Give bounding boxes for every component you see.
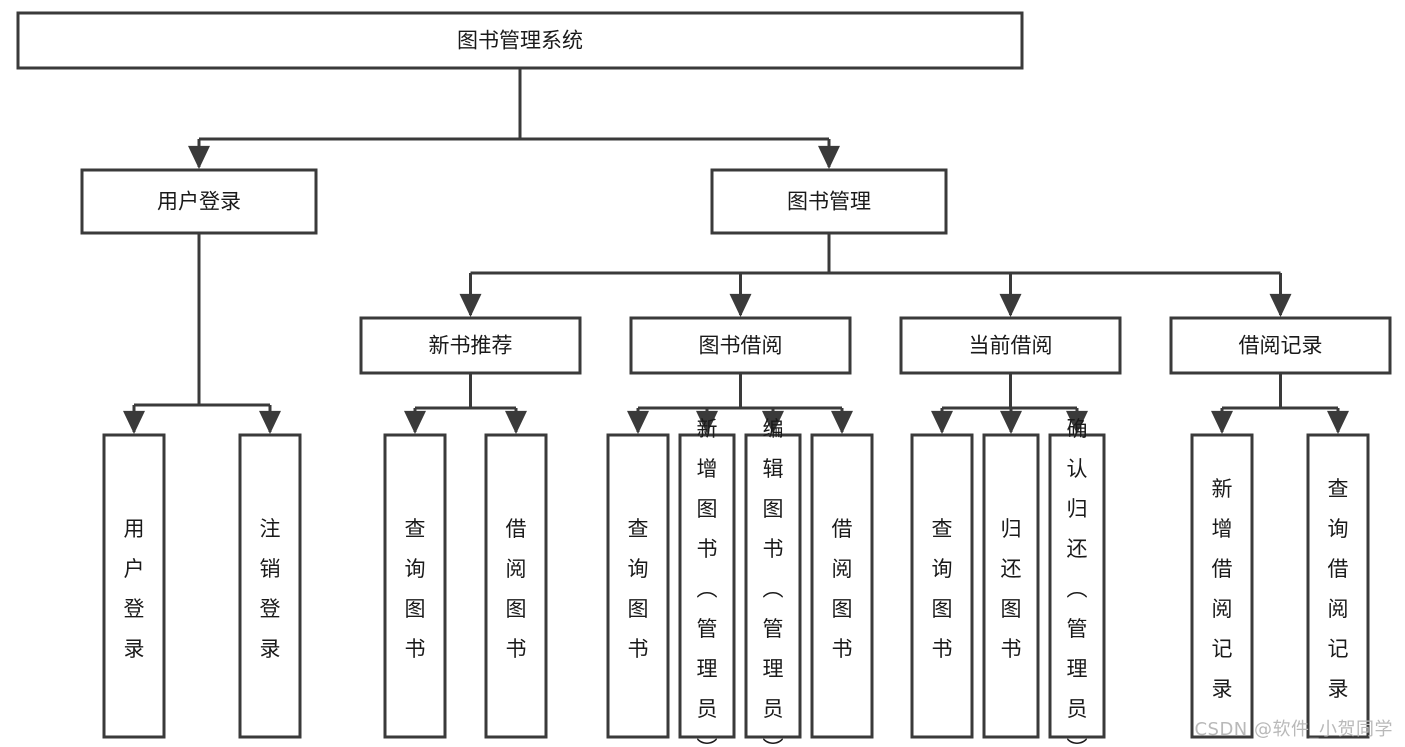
node-10-借阅图书[interactable]: 借阅图书 — [484, 433, 548, 739]
node-rect — [629, 316, 852, 375]
node-label: 查询图书 — [932, 517, 953, 661]
node-rect — [744, 433, 802, 739]
arrow-head — [627, 410, 649, 434]
node-label: 新书推荐 — [429, 334, 513, 358]
node-7-用户登录[interactable]: 用户登录 — [102, 433, 166, 739]
node-label: 图书管理系统 — [457, 29, 583, 53]
node-rect — [982, 433, 1040, 739]
node-rect — [359, 316, 582, 375]
arrow-head — [1269, 293, 1292, 317]
arrow-head — [404, 410, 426, 434]
node-label: 图书管理 — [787, 190, 871, 214]
node-5-当前借阅[interactable]: 当前借阅 — [899, 316, 1122, 375]
node-rect — [810, 433, 874, 739]
arrow-head — [188, 145, 210, 169]
node-rect — [238, 433, 302, 739]
arrow-head — [729, 293, 752, 317]
node-6-借阅记录[interactable]: 借阅记录 — [1169, 316, 1392, 375]
node-rect — [484, 433, 548, 739]
node-label: 归还图书 — [1001, 517, 1022, 661]
arrow-head — [1211, 410, 1233, 434]
node-rect — [899, 316, 1122, 375]
node-13-编辑图书管理员[interactable]: 编辑图书︵管理员︶ — [744, 417, 802, 747]
arrow-head — [999, 293, 1022, 317]
node-18-新增借阅记录[interactable]: 新增借阅记录 — [1190, 433, 1254, 739]
arrow-head — [259, 410, 281, 434]
arrow-head — [931, 410, 953, 434]
node-17-确认归还管理员[interactable]: 确认归还︵管理员︶ — [1048, 417, 1106, 747]
node-rect — [102, 433, 166, 739]
node-15-查询图书[interactable]: 查询图书 — [910, 433, 974, 739]
node-16-归还图书[interactable]: 归还图书 — [982, 433, 1040, 739]
node-3-新书推荐[interactable]: 新书推荐 — [359, 316, 582, 375]
node-9-查询图书[interactable]: 查询图书 — [383, 433, 447, 739]
node-label: 新增借阅记录 — [1212, 477, 1233, 701]
node-12-新增图书管理员[interactable]: 新增图书︵管理员︶ — [678, 417, 736, 747]
node-label: 用户登录 — [157, 190, 241, 214]
node-2-图书管理[interactable]: 图书管理 — [710, 168, 948, 235]
arrow-head — [1066, 410, 1088, 434]
node-11-查询图书[interactable]: 查询图书 — [606, 433, 670, 739]
arrow-heads — [123, 145, 1349, 434]
node-rect — [1306, 433, 1370, 739]
arrow-head — [831, 410, 853, 434]
node-label: 图书借阅 — [699, 334, 783, 358]
node-4-图书借阅[interactable]: 图书借阅 — [629, 316, 852, 375]
node-8-注销登录[interactable]: 注销登录 — [238, 433, 302, 739]
node-14-借阅图书[interactable]: 借阅图书 — [810, 433, 874, 739]
node-1-用户登录[interactable]: 用户登录 — [80, 168, 318, 235]
node-rect — [16, 11, 1024, 70]
node-label: 编辑图书︵管理员︶ — [763, 417, 784, 747]
node-label: 借阅图书 — [832, 517, 853, 661]
node-rect — [1190, 433, 1254, 739]
node-label: 当前借阅 — [969, 334, 1053, 358]
arrow-head — [505, 410, 527, 434]
arrow-head — [1327, 410, 1349, 434]
node-rect — [383, 433, 447, 739]
node-label: 注销登录 — [260, 517, 281, 661]
connector-lines — [132, 68, 1340, 432]
node-rect — [710, 168, 948, 235]
node-boxes: 图书管理系统用户登录图书管理新书推荐图书借阅当前借阅借阅记录用户登录注销登录查询… — [16, 11, 1392, 747]
node-label: 借阅图书 — [506, 517, 527, 661]
arrow-head — [762, 410, 784, 434]
node-rect — [910, 433, 974, 739]
node-label: 确认归还︵管理员︶ — [1067, 417, 1088, 747]
node-19-查询借阅记录[interactable]: 查询借阅记录 — [1306, 433, 1370, 739]
node-label: 查询借阅记录 — [1328, 477, 1349, 701]
node-label: 新增图书︵管理员︶ — [697, 417, 718, 747]
node-rect — [80, 168, 318, 235]
arrow-head — [1000, 410, 1022, 434]
arrow-head — [459, 293, 482, 317]
arrow-head — [123, 410, 145, 434]
node-rect — [678, 433, 736, 739]
node-rect — [1048, 433, 1106, 739]
node-rect — [1169, 316, 1392, 375]
arrow-head — [696, 410, 718, 434]
node-0-图书管理系统[interactable]: 图书管理系统 — [16, 11, 1024, 70]
node-label: 查询图书 — [405, 517, 426, 661]
node-label: 借阅记录 — [1239, 334, 1323, 358]
arrow-head — [818, 145, 840, 169]
node-label: 查询图书 — [628, 517, 649, 661]
node-rect — [606, 433, 670, 739]
node-label: 用户登录 — [124, 517, 145, 661]
